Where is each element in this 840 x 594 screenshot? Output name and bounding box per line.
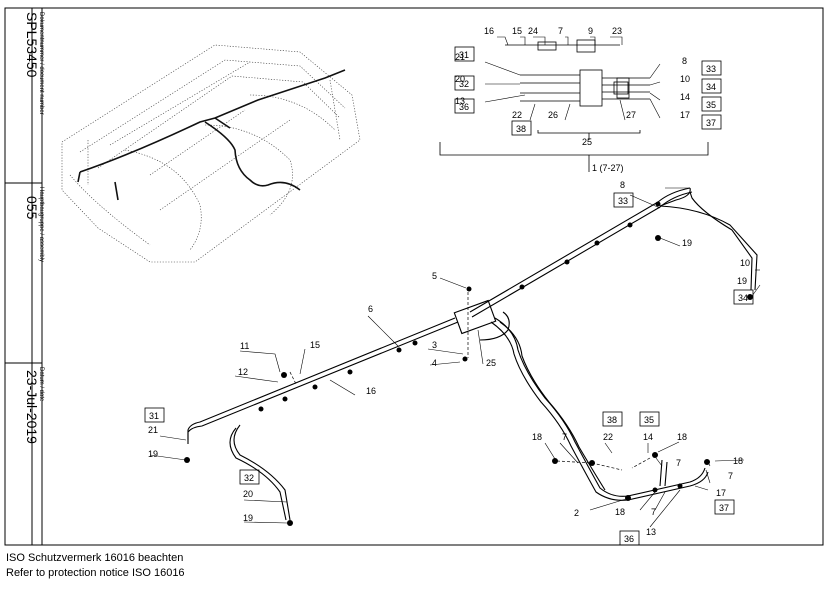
callout-14: 14 [680, 92, 690, 102]
doc-number-label: Dokumentnummer / document number [38, 12, 44, 115]
callout-15-main: 15 [310, 340, 320, 350]
overview-harness [77, 69, 346, 201]
callout-20: 20 [455, 74, 465, 84]
callout-19-b: 19 [737, 276, 747, 286]
box-38-detail: 38 [516, 124, 526, 134]
callout-7-c: 7 [728, 471, 733, 481]
drawing-border [4, 7, 824, 546]
callout-22-main: 22 [603, 432, 613, 442]
leader-lines [149, 36, 761, 528]
protection-notice-de: ISO Schutzvermerk 16016 beachten [6, 552, 184, 564]
callout-10-main: 10 [740, 258, 750, 268]
callout-16-main: 16 [366, 386, 376, 396]
callout-13: 13 [455, 96, 465, 106]
box-32-main: 32 [244, 473, 254, 483]
dashed-connections [289, 292, 651, 471]
callout-2: 2 [574, 508, 579, 518]
callout-25-main: 25 [486, 358, 496, 368]
box-34-main: 34 [738, 293, 748, 303]
box-33-main: 33 [618, 196, 628, 206]
callout-4: 4 [432, 358, 437, 368]
box-35-main: 35 [644, 415, 654, 425]
callout-9: 9 [588, 26, 593, 36]
boxed-callouts: 31 32 36 38 33 34 35 37 33 34 31 32 38 3… [144, 46, 754, 546]
callout-6: 6 [368, 304, 373, 314]
callout-25-detail: 25 [582, 137, 592, 147]
assembly-label: Hauptbaugruppe / assembly [38, 187, 44, 262]
box-32-detail: 32 [459, 79, 469, 89]
callout-17: 17 [680, 110, 690, 120]
callout-18-d: 18 [615, 507, 625, 517]
callout-12: 12 [238, 367, 248, 377]
callout-7-b: 7 [676, 458, 681, 468]
date-label: Datum / date [38, 367, 44, 402]
callout-1: 1 (7-27) [592, 163, 624, 173]
callout-18-b: 18 [677, 432, 687, 442]
box-36-detail: 36 [459, 102, 469, 112]
doc-number: SPL53450 [24, 12, 40, 78]
machine-overview [61, 44, 361, 263]
callout-7-d: 7 [651, 507, 656, 517]
callout-23: 23 [612, 26, 622, 36]
callout-13-main: 13 [646, 527, 656, 537]
callout-19-a: 19 [682, 238, 692, 248]
callout-labels: 16 15 24 7 9 23 21 20 13 22 26 27 8 10 1… [148, 26, 750, 537]
callout-19-c: 19 [148, 449, 158, 459]
callout-21-main: 21 [148, 425, 158, 435]
callout-8-main: 8 [620, 180, 625, 190]
callout-8: 8 [682, 56, 687, 66]
callout-7-a: 7 [562, 432, 567, 442]
callout-7: 7 [558, 26, 563, 36]
box-31-main: 31 [149, 411, 159, 421]
callout-22: 22 [512, 110, 522, 120]
harness-clips [184, 201, 753, 526]
callout-5: 5 [432, 271, 437, 281]
box-37-main: 37 [719, 503, 729, 513]
callout-19-d: 19 [243, 513, 253, 523]
box-35-detail: 35 [706, 100, 716, 110]
assembly-number: 055 [24, 196, 40, 220]
detail-bracket [439, 130, 709, 172]
box-37-detail: 37 [706, 118, 716, 128]
callout-3: 3 [432, 340, 437, 350]
callout-18-a: 18 [532, 432, 542, 442]
callout-27: 27 [626, 110, 636, 120]
detail-harness [505, 39, 650, 107]
box-31-detail: 31 [459, 50, 469, 60]
box-36-main: 36 [624, 534, 634, 544]
callout-17-main: 17 [716, 488, 726, 498]
callout-15: 15 [512, 26, 522, 36]
callout-11: 11 [240, 341, 249, 351]
callout-20-main: 20 [243, 489, 253, 499]
callout-14-main: 14 [643, 432, 653, 442]
date-value: 23-Jul-2019 [24, 370, 40, 444]
box-34-detail: 34 [706, 82, 716, 92]
callout-21: 21 [455, 52, 465, 62]
box-33-detail: 33 [706, 64, 716, 74]
callout-26: 26 [548, 110, 558, 120]
protection-notice-en: Refer to protection notice ISO 16016 [6, 567, 185, 579]
callout-24: 24 [528, 26, 538, 36]
box-38-main: 38 [607, 415, 617, 425]
callout-16: 16 [484, 26, 494, 36]
callout-18-c: 18 [733, 456, 743, 466]
callout-10: 10 [680, 74, 690, 84]
